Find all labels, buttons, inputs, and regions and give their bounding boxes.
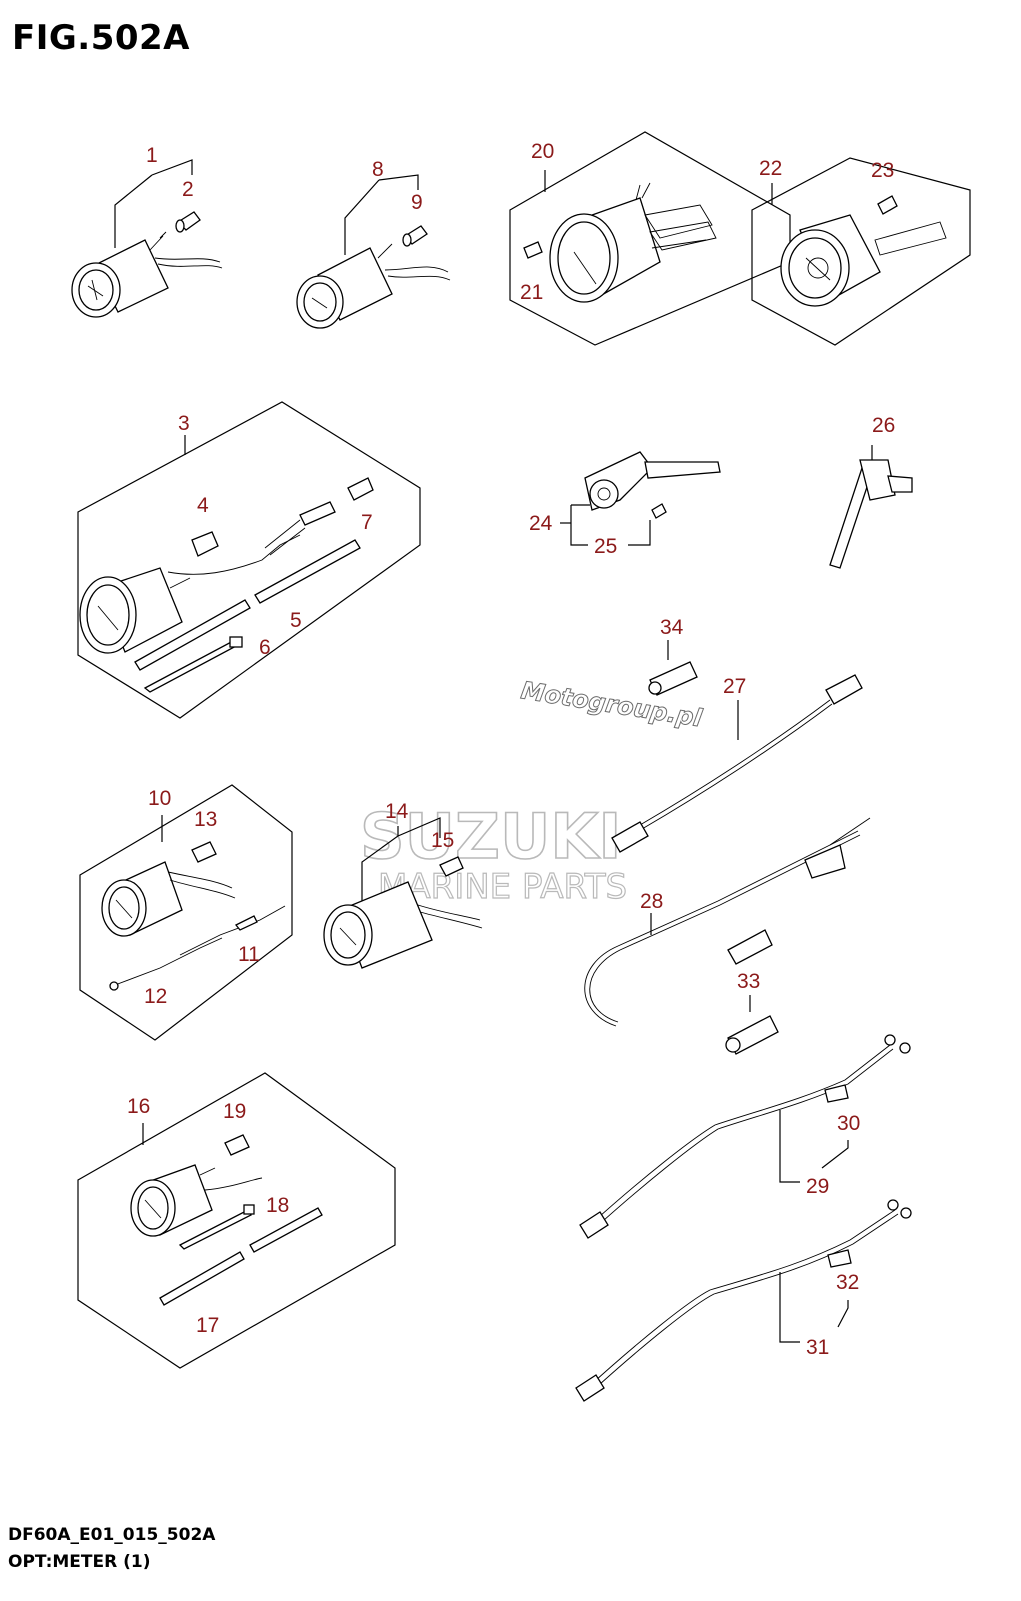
- callout-8: 8: [372, 158, 384, 181]
- plug-33: [725, 1015, 779, 1055]
- callout-13: 13: [194, 808, 217, 831]
- group-box-16: [77, 1072, 396, 1369]
- callout-19: 19: [223, 1100, 246, 1123]
- callout-21: 21: [520, 281, 543, 304]
- meter-gauge-3: [79, 534, 301, 654]
- harness-28: [584, 817, 871, 1027]
- suzuki-watermark: SUZUKI MARINE PARTS: [359, 799, 627, 907]
- bulb-2: [175, 211, 201, 233]
- figure-name: OPT:METER (1): [8, 1552, 151, 1572]
- screw-25: [651, 503, 667, 519]
- figure-code: DF60A_E01_015_502A: [8, 1525, 216, 1545]
- callout-16: 16: [127, 1095, 150, 1118]
- callout-31: 31: [806, 1336, 829, 1359]
- group-box-22: [751, 157, 971, 346]
- bulb-15: [439, 856, 464, 877]
- meter-gauge-1: [71, 231, 223, 318]
- harness-31: [575, 1199, 912, 1402]
- callout-28: 28: [640, 890, 663, 913]
- tie-18: [178, 1204, 255, 1250]
- callout-30: 30: [837, 1112, 860, 1135]
- callout-3: 3: [178, 412, 190, 435]
- tube-17: [159, 1207, 323, 1306]
- callout-22: 22: [759, 157, 782, 180]
- svg-text:SUZUKI: SUZUKI: [360, 800, 621, 873]
- callout-17: 17: [196, 1314, 219, 1337]
- bracket-31: [779, 1272, 800, 1343]
- bracket-14: [361, 826, 399, 905]
- connector-7: [264, 477, 374, 556]
- callout-4: 4: [197, 494, 209, 517]
- bracket-1: [151, 159, 193, 176]
- meter-gauge-10: [101, 861, 236, 937]
- svg-text:MARINE PARTS: MARINE PARTS: [378, 867, 627, 907]
- callout-25: 25: [594, 535, 617, 558]
- callout-27: 27: [723, 675, 746, 698]
- callout-2: 2: [182, 178, 194, 201]
- callout-12: 12: [144, 985, 167, 1008]
- meter-gauge-22: [780, 214, 947, 307]
- bulb-13: [191, 841, 217, 863]
- cable-27: [611, 674, 863, 853]
- bracket-24: [570, 505, 588, 546]
- callout-34: 34: [660, 616, 684, 639]
- group-box-10: [79, 784, 293, 1041]
- meter-gauge-16: [130, 1164, 263, 1237]
- callout-7: 7: [361, 511, 373, 534]
- bulb-9: [402, 225, 428, 247]
- callout-24: 24: [529, 512, 553, 535]
- callout-15: 15: [431, 829, 454, 852]
- harness-11: [179, 905, 286, 956]
- bulb-19: [224, 1134, 250, 1156]
- callout-23: 23: [871, 159, 894, 182]
- meter-gauge-8: [296, 243, 451, 329]
- callout-26: 26: [872, 414, 895, 437]
- meter-gauge-20: [549, 182, 717, 303]
- bracket-8: [378, 174, 419, 190]
- callout-20: 20: [531, 140, 554, 163]
- callout-29: 29: [806, 1175, 829, 1198]
- callout-18: 18: [266, 1194, 289, 1217]
- meter-gauge-14: [323, 881, 483, 969]
- bulb-21: [523, 241, 543, 259]
- callout-11: 11: [238, 943, 260, 966]
- callout-1: 1: [146, 144, 158, 167]
- plug-34: [648, 661, 698, 696]
- callout-10: 10: [148, 787, 171, 810]
- sender-26: [829, 459, 913, 569]
- tube-5: [134, 539, 361, 671]
- tie-6: [143, 636, 243, 693]
- harness-29: [579, 1034, 911, 1239]
- bracket-29: [779, 1110, 800, 1183]
- callout-9: 9: [411, 191, 423, 214]
- harness-12: [109, 937, 223, 991]
- group-box-3: [77, 401, 421, 719]
- bulb-23: [877, 195, 898, 215]
- trim-sender-24: [584, 451, 721, 511]
- callout-6: 6: [259, 636, 271, 659]
- callout-33: 33: [737, 970, 760, 993]
- callout-5: 5: [290, 609, 302, 632]
- callout-14: 14: [385, 800, 409, 823]
- callout-32: 32: [836, 1271, 859, 1294]
- bulb-4: [191, 531, 219, 557]
- figure-title: FIG.502A: [12, 18, 190, 58]
